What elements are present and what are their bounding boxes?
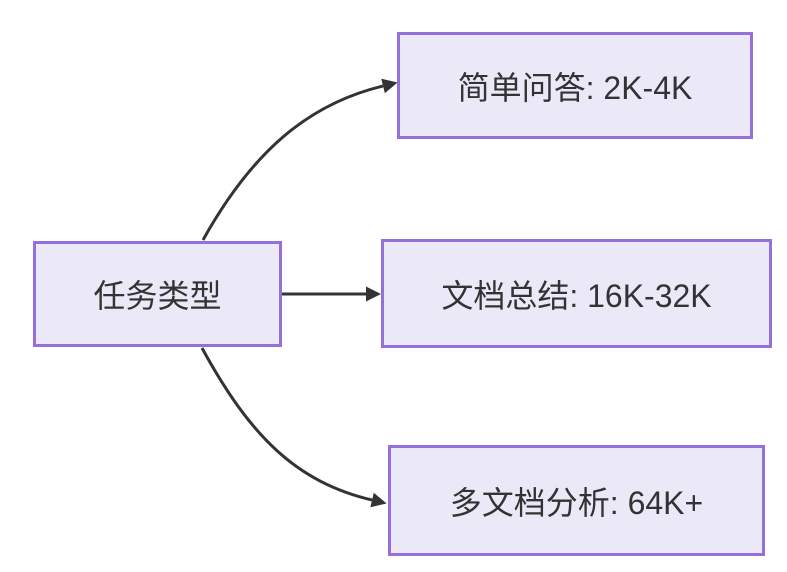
node-simple-qa-label: 简单问答: 2K-4K [457,69,693,106]
node-simple-qa: 简单问答: 2K-4K [397,32,753,139]
node-multidoc-analysis: 多文档分析: 64K+ [388,445,765,556]
node-multidoc-analysis-label: 多文档分析: 64K+ [449,484,704,521]
node-task-type-label: 任务类型 [93,278,222,314]
node-task-type: 任务类型 [33,241,282,347]
edge-root-to-simple-qa [201,78,398,241]
edge-root-to-multidoc-analysis [200,347,387,508]
node-doc-summary-label: 文档总结: 16K-32K [441,277,712,314]
node-doc-summary: 文档总结: 16K-32K [381,239,772,348]
